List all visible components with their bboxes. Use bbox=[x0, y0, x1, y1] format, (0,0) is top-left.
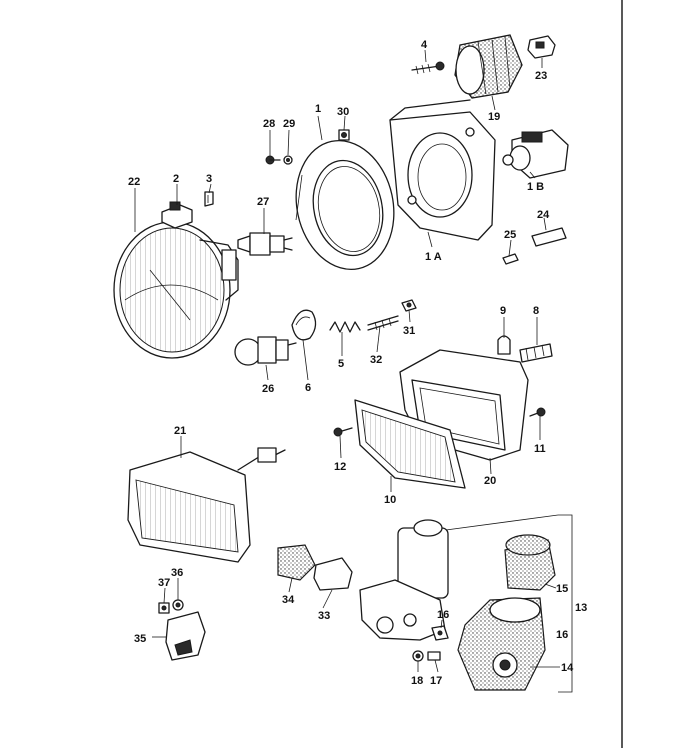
label-10: 10 bbox=[384, 494, 396, 506]
part-8-socket bbox=[519, 343, 553, 363]
part-25-spring-clip bbox=[502, 253, 519, 265]
part-6-retaining-ring bbox=[291, 309, 317, 341]
part-32-adjusting-screw bbox=[367, 315, 399, 331]
label-25: 25 bbox=[504, 229, 516, 241]
label-22: 22 bbox=[128, 176, 140, 188]
part-5-spring bbox=[329, 321, 361, 333]
label-24: 24 bbox=[537, 209, 550, 221]
label-20: 20 bbox=[484, 475, 496, 487]
part-37-nut bbox=[158, 602, 170, 614]
part-30-nut bbox=[338, 129, 350, 141]
label-23: 23 bbox=[535, 70, 547, 82]
label-26: 26 bbox=[262, 383, 274, 395]
label-5: 5 bbox=[338, 358, 344, 370]
label-27: 27 bbox=[257, 196, 269, 208]
label-30: 30 bbox=[337, 106, 349, 118]
group-13-bracket bbox=[558, 514, 573, 693]
label-15: 15 bbox=[556, 583, 568, 595]
part-1-trim-ring bbox=[295, 139, 395, 271]
part-17-bolt bbox=[427, 651, 441, 661]
label-9: 9 bbox=[500, 305, 506, 317]
part-14-pump-housing bbox=[457, 597, 546, 691]
label-11: 11 bbox=[534, 443, 546, 455]
part-3-clip bbox=[204, 191, 214, 207]
part-36-washer bbox=[172, 599, 184, 611]
part-9-bulb bbox=[497, 335, 511, 355]
label-19: 19 bbox=[488, 111, 500, 123]
label-28: 28 bbox=[263, 118, 275, 130]
part-15-filter-cap bbox=[504, 534, 556, 591]
label-35: 35 bbox=[134, 633, 146, 645]
label-34: 34 bbox=[282, 594, 295, 606]
label-13: 13 bbox=[575, 602, 587, 614]
label-3: 3 bbox=[206, 173, 212, 185]
part-labels: 1 1 A 1 B 2 3 4 5 6 8 9 10 11 12 13 14 1… bbox=[128, 39, 587, 687]
part-34-control-unit bbox=[277, 544, 316, 581]
part-23-connector bbox=[527, 35, 556, 59]
part-11-screw bbox=[529, 407, 546, 417]
part-washer-motor-assembly bbox=[359, 519, 449, 641]
leader-lines bbox=[134, 49, 560, 673]
part-31-nut bbox=[401, 299, 417, 312]
label-32: 32 bbox=[370, 354, 382, 366]
part-35-connector-housing bbox=[165, 611, 206, 661]
label-1: 1 bbox=[315, 103, 321, 115]
label-2: 2 bbox=[173, 173, 179, 185]
part-27-bulb bbox=[237, 232, 293, 256]
part-16-nut bbox=[431, 625, 449, 641]
part-28-screw bbox=[265, 155, 281, 165]
label-29: 29 bbox=[283, 118, 295, 130]
part-4-screw bbox=[411, 61, 445, 75]
label-16b: 16 bbox=[556, 629, 568, 641]
label-21: 21 bbox=[174, 425, 186, 437]
label-37: 37 bbox=[158, 577, 170, 589]
part-26-bulb bbox=[234, 336, 297, 366]
part-18-washer bbox=[412, 650, 424, 662]
label-1a: 1 A bbox=[425, 251, 442, 263]
label-14: 14 bbox=[561, 662, 574, 674]
label-36: 36 bbox=[171, 567, 183, 579]
part-2-holder bbox=[161, 201, 193, 229]
part-21-rectangular-headlamp bbox=[127, 447, 286, 563]
label-4: 4 bbox=[421, 39, 428, 51]
part-22-round-headlamp bbox=[113, 221, 239, 359]
part-1a-mounting-bucket bbox=[389, 99, 496, 241]
label-6: 6 bbox=[305, 382, 311, 394]
part-1b-lamp-insert bbox=[502, 129, 569, 179]
part-33-relay bbox=[313, 557, 353, 591]
part-10-foglamp-lens bbox=[354, 399, 466, 489]
label-17: 17 bbox=[430, 675, 442, 687]
label-16a: 16 bbox=[437, 609, 449, 621]
label-12: 12 bbox=[334, 461, 346, 473]
part-12-screw bbox=[333, 427, 353, 437]
part-24-fuse bbox=[531, 227, 567, 247]
part-29-washer bbox=[283, 155, 293, 165]
label-31: 31 bbox=[403, 325, 415, 337]
label-8: 8 bbox=[533, 305, 539, 317]
part-19-rubber-boot bbox=[454, 34, 523, 99]
label-33: 33 bbox=[318, 610, 330, 622]
label-1b: 1 B bbox=[527, 181, 544, 193]
label-18: 18 bbox=[411, 675, 423, 687]
